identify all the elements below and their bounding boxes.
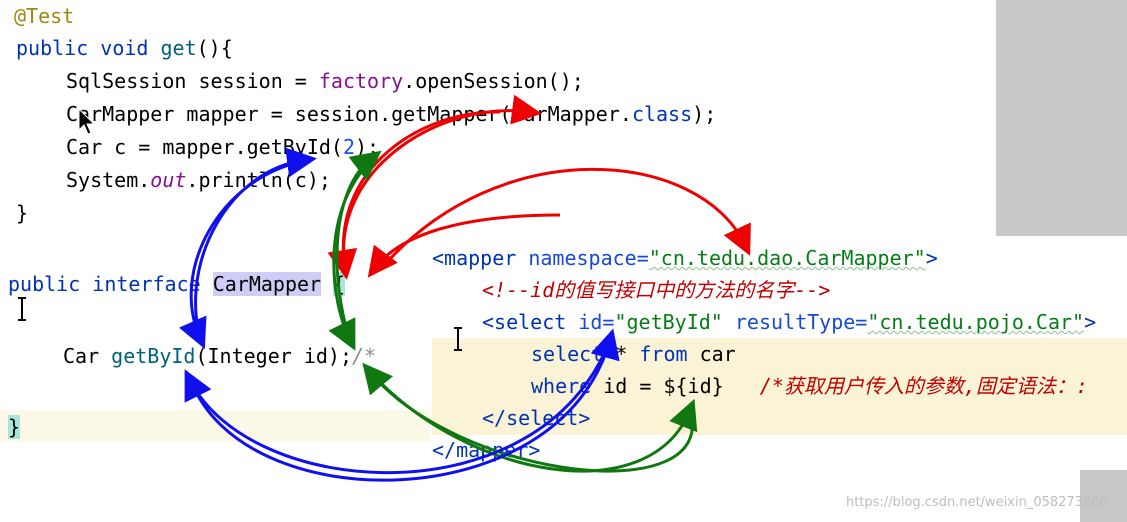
test-method-signature: public void get(){ xyxy=(16,36,233,60)
xml-mapper-open-tag: <mapper namespace="cn.tedu.dao.CarMapper… xyxy=(432,246,938,270)
test-annotation: @Test xyxy=(14,4,75,28)
green-arrow-to-getbyid-call xyxy=(335,150,382,341)
xml-mapper-close-tag: </mapper> xyxy=(432,438,541,462)
code-line-get-by-id: Car c = mapper.getById(2); xyxy=(66,135,380,159)
mouse-arrow-cursor-icon xyxy=(78,107,98,140)
interface-close-brace: } xyxy=(8,415,21,439)
interface-method-get-by-id: Car getById(Integer id);/* xyxy=(63,344,377,368)
interface-declaration: public interface CarMapper { xyxy=(8,272,346,296)
xml-sql-where-line: where id = ${id} /*获取用户传入的参数,固定语法：: xyxy=(531,374,1088,398)
xml-sql-select-line: select * from car xyxy=(531,342,736,366)
text-cursor-icon xyxy=(16,297,28,325)
xml-select-close-tag: </select> xyxy=(482,406,591,430)
watermark-url: https://blog.csdn.net/weixin_058273866 xyxy=(846,495,1108,510)
right-gray-area-top xyxy=(996,0,1127,236)
code-line-get-mapper: CarMapper mapper = session.getMapper(Car… xyxy=(66,102,717,126)
code-line-println: System.out.println(c); xyxy=(66,168,331,192)
green-arrow-to-method-arg xyxy=(328,158,374,351)
interface-close-line-highlight xyxy=(0,410,430,442)
xml-select-open-tag: <select id="getById" resultType="cn.tedu… xyxy=(482,310,1097,334)
test-method-close-brace: } xyxy=(16,201,29,225)
text-cursor-icon-xml xyxy=(452,327,464,355)
right-gray-area-bottom xyxy=(1080,470,1127,522)
code-line-open-session: SqlSession session = factory.openSession… xyxy=(66,69,584,93)
xml-comment: <!--id的值写接口中的方法的名字--> xyxy=(482,278,831,302)
